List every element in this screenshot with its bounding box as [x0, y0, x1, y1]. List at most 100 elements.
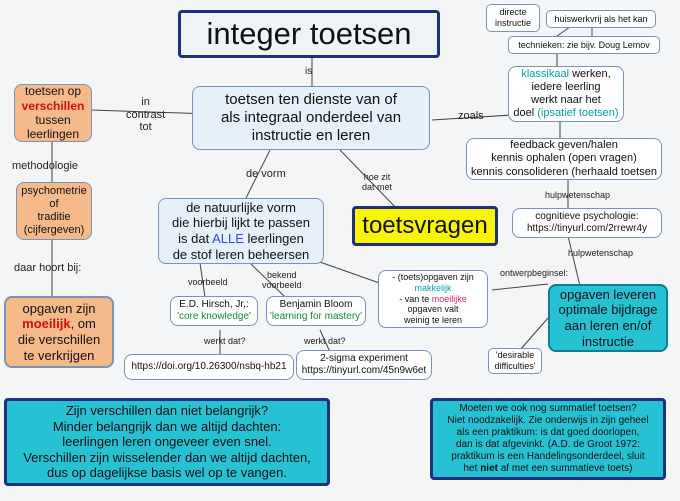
link-bekend-1: bekend	[267, 270, 297, 280]
vorm-line-1: de natuurlijke vorm	[186, 199, 296, 215]
klassikaal-line-4a: doel	[513, 107, 538, 120]
bottom-right-note[interactable]: Moeten we ook nog summatief toetsen? Nie…	[430, 398, 666, 480]
cognitieve-url: https://tinyurl.com/2rrewr4y	[526, 223, 648, 234]
hirsch-line-2: 'core knowledge'	[177, 311, 251, 322]
opgaven-small-line-5: weinig te leren	[403, 315, 463, 326]
center-line-3: instructie en leren	[251, 127, 371, 144]
title-text: integer toetsen	[206, 16, 412, 52]
link-voorbeeld-text: voorbeeld	[188, 277, 228, 287]
link-ontwerpbeginsel: ontwerpbeginsel:	[500, 268, 568, 278]
feedback-line-2: kennis ophalen (open vragen)	[491, 152, 637, 165]
link-daar-hoort-bij: daar hoort bij:	[14, 262, 81, 275]
verschillen-line-4: leerlingen	[26, 127, 80, 142]
link-hoe-zit: hoe zit dat met	[362, 172, 392, 193]
moeilijk-line-1: opgaven zijn	[22, 300, 96, 316]
center-node[interactable]: toetsen ten dienste van of als integraal…	[192, 86, 430, 150]
link-is-text: is	[305, 66, 313, 77]
bottom-left-note[interactable]: Zijn verschillen dan niet belangrijk? Mi…	[4, 398, 330, 486]
desirable-line-2: difficulties'	[494, 361, 536, 371]
link-bekend-2: voorbeeld	[262, 280, 302, 291]
link-werkt-dat-1: werkt dat?	[204, 336, 246, 346]
desirable-line-1: 'desirable	[495, 350, 535, 361]
bloom-node[interactable]: Benjamin Bloom 'learning for mastery'	[266, 296, 366, 326]
moeilijk-line-4: te verkrijgen	[23, 347, 95, 363]
bottom-left-line-4: Verschillen zijn wisselender dan we alti…	[23, 449, 311, 465]
psychometrie-node[interactable]: psychometrie of traditie (cijfergeven)	[16, 182, 92, 240]
doi-link[interactable]: https://doi.org/10.26300/nsbq-hb21	[131, 361, 287, 372]
vorm-line-2: die hierbij lijkt te passen	[171, 215, 311, 231]
bottom-right-line-3: als een praktikum: is dat goed doorlopen…	[456, 427, 640, 438]
moeilijk-line-3: die verschillen	[17, 332, 101, 347]
link-zoals-text: zoals	[458, 110, 484, 122]
bloom-line-2: 'learning for mastery'	[269, 311, 363, 322]
klassikaal-line-3: werkt naar het	[531, 94, 601, 106]
moeilijk-word: moeilijk	[22, 316, 71, 332]
link-hulpwetenschap-1-text: hulpwetenschap	[545, 190, 611, 200]
feedback-line-1: feedback geven/halen	[510, 139, 618, 152]
bottom-left-line-1: Zijn verschillen dan niet belangrijk?	[65, 403, 269, 419]
psychometrie-line-1: psychometrie	[21, 184, 87, 197]
center-line-1: toetsen ten dienste van of	[225, 91, 397, 108]
bottom-right-line-4: dan is dat afgevinkt. (A.D. de Groot 197…	[456, 439, 640, 450]
bijdrage-line-1: opgaven leveren	[559, 286, 657, 302]
vorm-node[interactable]: de natuurlijke vorm die hierbij lijkt te…	[158, 198, 324, 264]
cognitieve-node[interactable]: cognitieve psychologie: https://tinyurl.…	[512, 208, 662, 238]
link-daar-hoort-bij-text: daar hoort bij:	[14, 262, 82, 274]
niet-word: niet	[480, 463, 498, 474]
toetsvragen-node[interactable]: toetsvragen	[352, 206, 498, 246]
technieken-node[interactable]: technieken: zie bijv. Doug Lemov	[508, 36, 660, 54]
link-in-contrast-3: tot	[139, 121, 152, 134]
vorm-line-3c: leerlingen	[243, 231, 304, 246]
bottom-right-line-2: Niet noodzakelijk. Zie onderwijs in zijn…	[447, 415, 649, 426]
directe-instructie-node[interactable]: directe instructie	[486, 4, 540, 32]
klassikaal-line-1b: werken,	[569, 67, 611, 80]
makkelijk-word: makkelijk	[414, 282, 452, 293]
link-hoe-zit-2: dat met	[362, 182, 393, 193]
link-hulpwetenschap-2-text: hulpwetenschap	[568, 248, 634, 258]
opgaven-small-line-3a: - van te	[399, 293, 432, 304]
feedback-line-3: kennis consolideren (herhaald toetsen	[471, 165, 657, 178]
klassikaal-word: klassikaal	[521, 67, 570, 80]
moeilijk-node[interactable]: opgaven zijn moeilijk, om die verschille…	[4, 296, 114, 368]
link-werkt-dat-2-text: werkt dat?	[304, 336, 346, 346]
feedback-node[interactable]: feedback geven/halen kennis ophalen (ope…	[466, 138, 662, 180]
bottom-right-line-1: Moeten we ook nog summatief toetsen?	[459, 403, 637, 414]
bijdrage-node[interactable]: opgaven leveren optimale bijdrage aan le…	[548, 284, 668, 352]
cognitieve-line-1: cognitieve psychologie:	[535, 211, 639, 222]
doi-node[interactable]: https://doi.org/10.26300/nsbq-hb21	[124, 354, 294, 380]
bijdrage-line-2: optimale bijdrage	[558, 302, 658, 318]
huiswerk-node[interactable]: huiswerkvrij als het kan	[546, 10, 656, 28]
link-bekend-voorbeeld: bekend voorbeeld	[262, 270, 302, 291]
sigma-node[interactable]: 2-sigma experiment https://tinyurl.com/4…	[296, 350, 432, 380]
klassikaal-line-2: iedere leerling	[531, 80, 601, 93]
bottom-right-line-6c: af met een summatieve toets)	[497, 463, 633, 474]
bijdrage-line-3: aan leren en/of	[564, 318, 652, 333]
moeilijke-word: moeilijke	[431, 293, 467, 304]
ipsatief-text: (ipsatief toetsen)	[537, 107, 619, 120]
vorm-line-3a: is dat	[178, 231, 213, 246]
opgaven-small-node[interactable]: - (toets)opgaven zijn makkelijk - van te…	[378, 270, 488, 328]
link-de-vorm: de vorm	[246, 168, 286, 181]
verschillen-line-1: toetsen op	[24, 84, 82, 99]
title-node[interactable]: integer toetsen	[178, 10, 440, 58]
klassikaal-node[interactable]: klassikaal werken, iedere leerling werkt…	[508, 66, 624, 122]
link-werkt-dat-1-text: werkt dat?	[204, 336, 246, 346]
desirable-node[interactable]: 'desirable difficulties'	[488, 348, 542, 374]
hirsch-line-1: E.D. Hirsch, Jr,:	[179, 299, 249, 310]
link-voorbeeld: voorbeeld	[188, 277, 228, 287]
technieken-text: technieken: zie bijv. Doug Lemov	[518, 39, 650, 50]
link-in-contrast: in contrast tot	[126, 96, 165, 134]
link-methodologie-text: methodologie	[12, 160, 79, 172]
hirsch-node[interactable]: E.D. Hirsch, Jr,: 'core knowledge'	[170, 296, 258, 326]
verschillen-node[interactable]: toetsen op verschillen tussen leerlingen	[14, 84, 92, 142]
toetsvragen-text: toetsvragen	[362, 211, 488, 239]
link-in-contrast-1: in	[141, 96, 150, 108]
link-is: is	[305, 66, 312, 78]
psychometrie-line-3: traditie	[37, 211, 71, 223]
center-line-2: als integraal onderdeel van	[220, 109, 402, 126]
link-zoals: zoals	[458, 110, 484, 123]
link-hulpwetenschap-2: hulpwetenschap	[568, 248, 633, 258]
verschillen-line-2: verschillen	[21, 98, 85, 113]
link-hulpwetenschap-1: hulpwetenschap	[545, 190, 610, 200]
link-hoe-zit-1: hoe zit	[363, 172, 391, 182]
